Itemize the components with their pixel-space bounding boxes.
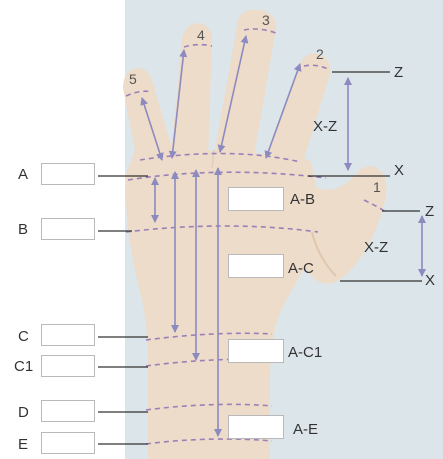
label-a: A [18,167,28,182]
finger-number-1: 1 [373,179,381,195]
answer-box-c1[interactable] [41,355,95,377]
label-z-top: Z [394,65,403,80]
answer-box-a-c1[interactable] [228,339,284,363]
finger-number-4: 4 [197,27,205,43]
answer-box-b[interactable] [41,218,95,240]
label-a-b: A-B [290,192,315,207]
label-x-z-top: X-Z [313,119,337,134]
answer-box-a[interactable] [41,163,95,185]
answer-box-e[interactable] [41,432,95,454]
label-c: C [18,329,29,344]
label-x-z-bottom: X-Z [364,240,388,255]
label-x-top: X [394,163,404,178]
label-b: B [18,222,28,237]
answer-box-d[interactable] [41,400,95,422]
label-e: E [18,437,28,452]
answer-box-c[interactable] [41,324,95,346]
label-a-e: A-E [293,422,318,437]
answer-box-a-e[interactable] [228,415,284,439]
label-z-bottom: Z [425,204,434,219]
answer-box-a-c[interactable] [228,254,284,278]
finger-number-2: 2 [316,46,324,62]
finger-number-5: 5 [129,71,137,87]
label-d: D [18,405,29,420]
label-a-c1: A-C1 [288,345,322,360]
answer-box-a-b[interactable] [228,187,284,211]
label-x-bottom: X [425,273,435,288]
label-a-c: A-C [288,261,314,276]
label-c1: C1 [14,359,33,374]
finger-number-3: 3 [262,12,270,28]
